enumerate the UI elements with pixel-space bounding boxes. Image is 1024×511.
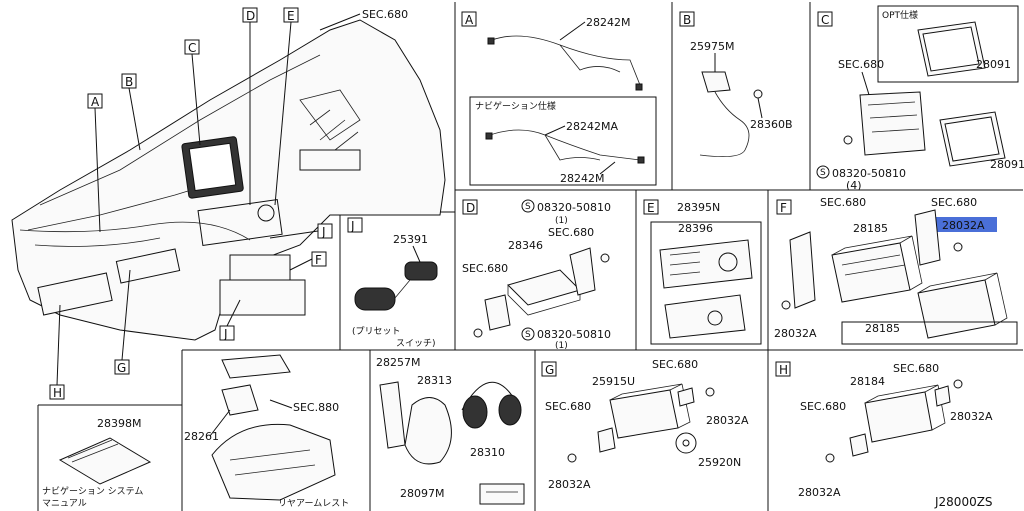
panel-h-sec2: SEC.680	[893, 362, 939, 375]
panel-g-sec1: SEC.680	[545, 400, 591, 413]
armrest-part: 28261	[184, 430, 219, 443]
panel-b-part1: 25975M	[690, 40, 734, 53]
panel-g-sec2: SEC.680	[652, 358, 698, 371]
callout-a: A	[91, 95, 100, 109]
panel-e-part2: 28396	[678, 222, 713, 235]
panel-a-nav-label: ナビゲーション仕様	[475, 100, 556, 112]
panel-c-bolt-qty: (4)	[846, 179, 862, 192]
panel-d-bolt-bot: 08320-50810	[537, 328, 611, 341]
diagram-id: J28000ZS	[934, 495, 993, 509]
panel-j-caption1: (プリセット	[352, 326, 401, 337]
dashboard-overview	[11, 19, 446, 341]
panel-f-bolt: 28032A	[774, 327, 817, 340]
panel-a-part: 28242M	[586, 16, 630, 29]
panel-c-letter: C	[821, 13, 829, 27]
panel-d-sec1: SEC.680	[548, 226, 594, 239]
headphone-part4: 28097M	[400, 487, 444, 500]
panel-a-nav-part2: 28242M	[560, 172, 604, 185]
panel-g-bolt1: 28032A	[706, 414, 749, 427]
panel-f-sec1: SEC.680	[820, 196, 866, 209]
callout-j-upper: J	[321, 225, 326, 239]
panel-f-part1: 28185	[853, 222, 888, 235]
panel-j-part: 25391	[393, 233, 428, 246]
callout-f: F	[315, 253, 322, 267]
panel-c: C OPT仕様 28091 SEC.680 28091 S 08320-5081…	[816, 5, 1024, 192]
manual-caption2: マニュアル	[42, 499, 87, 509]
panel-h-sec1: SEC.680	[800, 400, 846, 413]
manual-part: 28398M	[97, 417, 141, 430]
panel-j: J 25391 (プリセット スイッチ)	[347, 217, 438, 349]
callout-h: H	[53, 386, 62, 400]
panel-j-caption2: スイッチ)	[396, 338, 436, 349]
panel-h-bolt2: 28032A	[798, 486, 841, 499]
callout-d: D	[246, 9, 255, 23]
manual-caption1: ナビゲーション システム	[42, 485, 143, 497]
panel-d-sec2: SEC.680	[462, 262, 508, 275]
panel-a-letter: A	[465, 13, 474, 27]
panel-f-part2: 28185	[865, 322, 900, 335]
panel-headphone: 28257M 28313 28310 28097M	[376, 356, 525, 505]
panel-g-bolt2: 28032A	[548, 478, 591, 491]
panel-a: A 28242M ナビゲーション仕様 28242MA 28242M	[461, 11, 657, 186]
callout-j-lower: J	[223, 327, 228, 341]
panel-h-part: 28184	[850, 375, 885, 388]
panel-c-opt-part: 28091	[976, 58, 1011, 71]
panel-c-part: 28091	[990, 158, 1024, 171]
panel-a-nav-part1: 28242MA	[566, 120, 618, 133]
panel-g-part: 25915U	[592, 375, 635, 388]
panel-h: H SEC.680 28184 SEC.680 28032A 28032A	[775, 361, 993, 499]
panel-j-letter: J	[350, 219, 355, 233]
panel-e-part1: 28395N	[677, 201, 720, 214]
panel-armrest: SEC.880 28261 リヤアームレスト	[184, 354, 349, 509]
panel-c-sec: SEC.680	[838, 58, 884, 71]
headphone-part1: 28257M	[376, 356, 420, 369]
panel-g-letter: G	[545, 363, 554, 377]
panel-f-part-highlighted: 28032A	[942, 219, 985, 232]
svg-text:S: S	[525, 202, 531, 212]
panel-d-qty-bot: (1)	[555, 341, 568, 351]
svg-text:S: S	[820, 168, 826, 178]
callout-b: B	[125, 75, 133, 89]
panel-h-bolt1: 28032A	[950, 410, 993, 423]
panel-c-opt-label: OPT仕様	[882, 9, 918, 21]
headphone-part2: 28313	[417, 374, 452, 387]
callout-c: C	[188, 41, 196, 55]
panel-f: F SEC.680 SEC.680 28032A 28185 28032A 28…	[774, 196, 1018, 345]
panel-g: G SEC.680 25915U SEC.680 28032A 25920N 2…	[541, 358, 749, 491]
svg-text:S: S	[525, 330, 531, 340]
panel-g-disc: 25920N	[698, 456, 741, 469]
panel-e-letter: E	[647, 201, 655, 215]
panel-d-bolt-top: 08320-50810	[537, 201, 611, 214]
panel-d: D S 08320-50810 (1) 28346 SEC.680 SEC.68…	[462, 199, 611, 351]
panel-c-bolt: 08320-50810	[832, 167, 906, 180]
callout-g: G	[117, 361, 126, 375]
armrest-sec: SEC.880	[293, 401, 339, 414]
callout-e: E	[287, 9, 295, 23]
panel-f-letter: F	[780, 201, 787, 215]
panel-d-letter: D	[466, 201, 475, 215]
highlighted-part-marker	[931, 217, 997, 232]
armrest-caption: リヤアームレスト	[278, 498, 349, 509]
panel-b-letter: B	[683, 13, 691, 27]
headphone-part3: 28310	[470, 446, 505, 459]
panel-d-part: 28346	[508, 239, 543, 252]
panel-f-sec2: SEC.680	[931, 196, 977, 209]
panel-h-letter: H	[779, 363, 788, 377]
panel-e: E 28395N 28396	[643, 199, 762, 345]
panel-b-part2: 28360B	[750, 118, 793, 131]
panel-manual: 28398M ナビゲーション システム マニュアル	[42, 417, 152, 509]
overview-callouts: SEC.680 A B C D E F G H J J	[49, 7, 408, 400]
panel-d-qty-top: (1)	[555, 216, 568, 226]
overview-sec-label: SEC.680	[362, 8, 408, 21]
panel-b: B 25975M 28360B	[679, 11, 793, 158]
